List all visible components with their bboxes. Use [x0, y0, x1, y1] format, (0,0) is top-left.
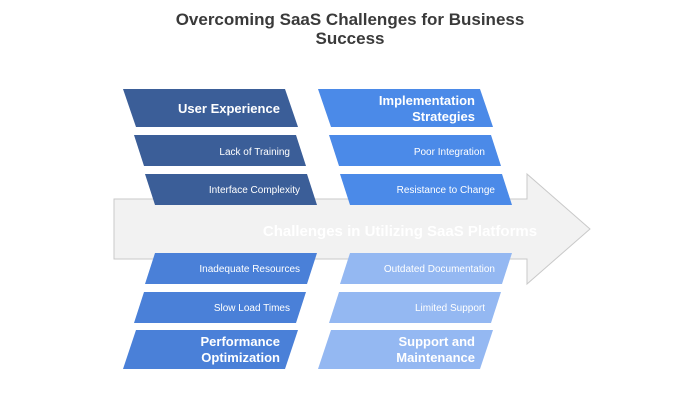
category-header-support-maintenance	[318, 330, 493, 369]
cause-label-limited-support: Limited Support	[415, 303, 485, 314]
cause-label-outdated-documentation: Outdated Documentation	[384, 264, 495, 275]
cause-label-lack-of-training: Lack of Training	[219, 147, 290, 158]
cause-box-interface-complexity	[145, 174, 317, 205]
cause-box-slow-load-times	[134, 292, 306, 323]
category-label-support-line-2: Maintenance	[396, 350, 475, 365]
cause-box-inadequate-resources	[145, 253, 317, 284]
cause-box-outdated-documentation	[340, 253, 512, 284]
spine-label: Challenges in Utilizing SaaS Platforms	[263, 223, 537, 240]
category-label-performance-line-2: Optimization	[201, 350, 280, 365]
category-header-user-experience	[123, 89, 298, 127]
cause-label-poor-integration: Poor Integration	[414, 147, 485, 158]
cause-label-inadequate-resources: Inadequate Resources	[199, 264, 300, 275]
cause-box-limited-support	[329, 292, 501, 323]
category-label-implementation-line-2: Strategies	[412, 109, 475, 124]
category-label-user-experience: User Experience	[178, 101, 280, 116]
category-label-performance-line-1: Performance	[201, 334, 280, 349]
cause-box-lack-of-training	[134, 135, 306, 166]
diagram-title: Overcoming SaaS Challenges for Business …	[0, 10, 700, 48]
cause-label-slow-load-times: Slow Load Times	[214, 303, 290, 314]
category-label-support-line-1: Support and	[398, 334, 475, 349]
cause-box-resistance-to-change	[340, 174, 512, 205]
category-label-implementation-line-1: Implementation	[379, 93, 475, 108]
category-header-performance-optimization	[123, 330, 298, 369]
diagram-title-line-1: Overcoming SaaS Challenges for Business	[175, 10, 525, 29]
category-header-implementation-strategies	[318, 89, 493, 127]
diagram-title-line-2: Success	[315, 29, 385, 48]
cause-label-interface-complexity: Interface Complexity	[209, 185, 300, 196]
cause-box-poor-integration	[329, 135, 501, 166]
cause-label-resistance-to-change: Resistance to Change	[397, 185, 496, 196]
